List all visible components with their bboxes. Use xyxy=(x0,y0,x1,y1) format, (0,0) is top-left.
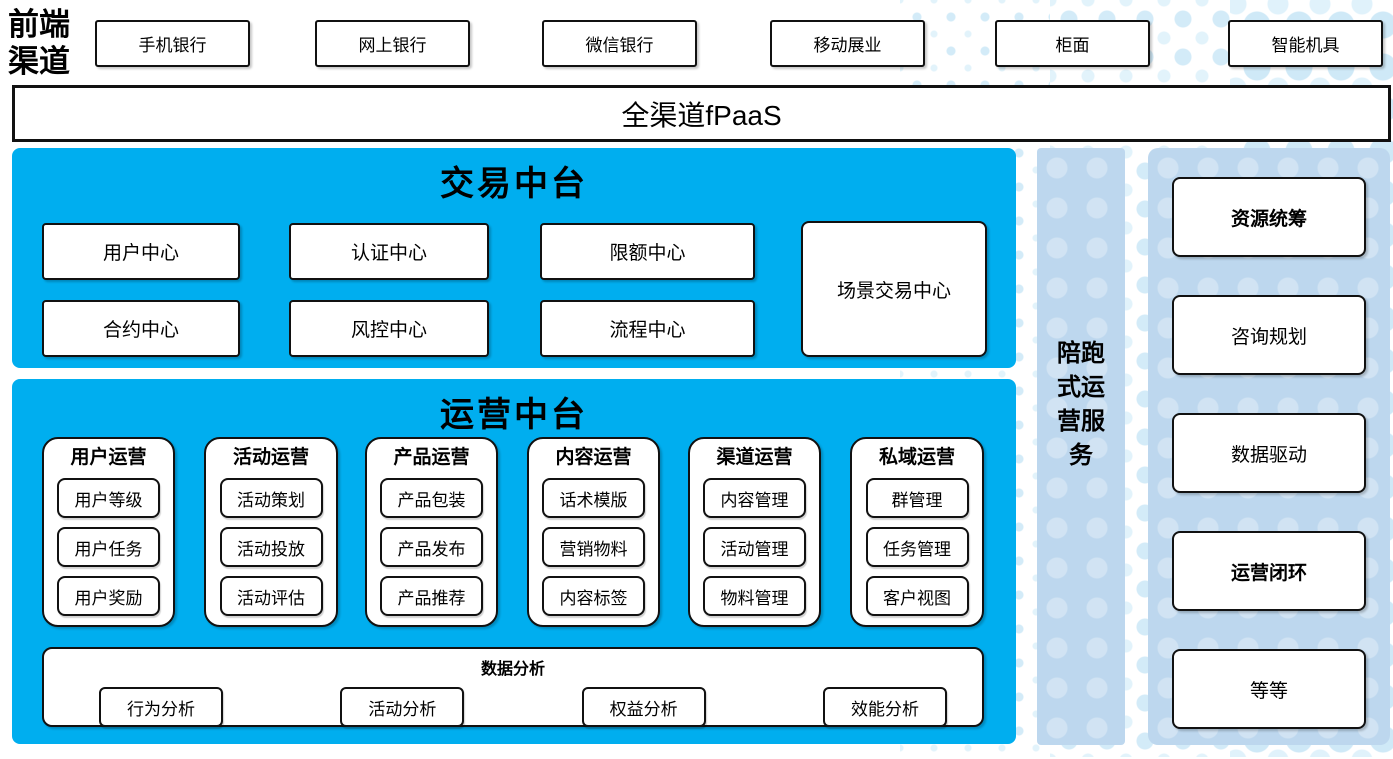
data-analysis-title: 数据分析 xyxy=(480,661,545,678)
fpaas-bar: 全渠道fPaaS xyxy=(12,85,1391,142)
ops-platform-block: 运营中台 用户运营 用户等级 用户任务 用户奖励 活动运营 活动策划 活动投放 … xyxy=(12,379,1016,744)
ops-item: 任务管理 xyxy=(865,527,969,567)
trade-platform-block: 交易中台 用户中心 认证中心 限额中心 合约中心 风控中心 流程中心 场景交易中… xyxy=(12,148,1016,368)
ops-item: 内容标签 xyxy=(542,576,645,616)
ops-group-title: 渠道运营 xyxy=(716,447,793,468)
companion-service-strip: 陪跑式运营服务 xyxy=(1037,148,1125,745)
process-center-box: 流程中心 xyxy=(540,300,755,357)
analysis-item-activity: 活动分析 xyxy=(340,687,465,727)
limit-center-box: 限额中心 xyxy=(540,223,755,280)
trade-platform-title: 交易中台 xyxy=(440,166,588,203)
ops-item: 产品推荐 xyxy=(380,576,483,616)
data-analysis-container: 数据分析 行为分析 活动分析 权益分析 效能分析 xyxy=(42,647,984,727)
service-box-ops-loop: 运营闭环 xyxy=(1172,531,1366,611)
ops-item: 活动评估 xyxy=(219,576,323,616)
ops-item: 群管理 xyxy=(865,478,969,518)
ops-item: 用户任务 xyxy=(57,527,160,567)
channel-box-smart-devices: 智能机具 xyxy=(1228,20,1383,67)
contract-center-box: 合约中心 xyxy=(42,300,240,357)
channel-box-counter: 柜面 xyxy=(995,20,1150,67)
ops-group-channel: 渠道运营 内容管理 活动管理 物料管理 xyxy=(688,437,821,627)
ops-group-activity: 活动运营 活动策划 活动投放 活动评估 xyxy=(204,437,338,627)
ops-item: 话术模版 xyxy=(542,478,645,518)
ops-platform-title: 运营中台 xyxy=(440,397,588,434)
service-box-resource-planning: 资源统筹 xyxy=(1172,177,1366,257)
data-analysis-row: 行为分析 活动分析 权益分析 效能分析 xyxy=(44,687,982,727)
ops-group-title: 内容运营 xyxy=(555,447,632,468)
auth-center-box: 认证中心 xyxy=(289,223,489,280)
ops-item: 产品包装 xyxy=(380,478,483,518)
analysis-item-rights: 权益分析 xyxy=(581,687,706,727)
ops-item: 产品发布 xyxy=(380,527,483,567)
risk-center-box: 风控中心 xyxy=(289,300,489,357)
ops-group-content: 内容运营 话术模版 营销物料 内容标签 xyxy=(527,437,660,627)
ops-item: 活动投放 xyxy=(219,527,323,567)
ops-group-title: 产品运营 xyxy=(393,447,470,468)
companion-service-label: 陪跑式运营服务 xyxy=(1057,339,1105,469)
service-box-etc: 等等 xyxy=(1172,649,1366,729)
ops-item: 营销物料 xyxy=(542,527,645,567)
ops-item: 活动策划 xyxy=(219,478,323,518)
user-center-box: 用户中心 xyxy=(42,223,240,280)
ops-group-user: 用户运营 用户等级 用户任务 用户奖励 xyxy=(42,437,175,627)
analysis-item-behavior: 行为分析 xyxy=(99,687,223,727)
service-box-consulting: 咨询规划 xyxy=(1172,295,1366,375)
ops-item: 内容管理 xyxy=(703,478,806,518)
ops-group-title: 活动运营 xyxy=(232,447,309,468)
ops-group-title: 用户运营 xyxy=(70,447,147,468)
service-panel: 资源统筹 咨询规划 数据驱动 运营闭环 等等 xyxy=(1148,148,1390,745)
channel-box-mobile-sales: 移动展业 xyxy=(770,20,925,67)
channel-box-mobile-banking: 手机银行 xyxy=(95,20,250,67)
ops-group-product: 产品运营 产品包装 产品发布 产品推荐 xyxy=(365,437,498,627)
ops-item: 客户视图 xyxy=(865,576,969,616)
service-box-data-driven: 数据驱动 xyxy=(1172,413,1366,493)
front-channels-label: 前端渠道 xyxy=(8,7,70,79)
ops-item: 用户等级 xyxy=(57,478,160,518)
ops-group-private-domain: 私域运营 群管理 任务管理 客户视图 xyxy=(850,437,984,627)
ops-group-title: 私域运营 xyxy=(878,447,955,468)
channel-box-online-banking: 网上银行 xyxy=(315,20,470,67)
ops-item: 活动管理 xyxy=(703,527,806,567)
channel-box-wechat-banking: 微信银行 xyxy=(542,20,697,67)
analysis-item-efficiency: 效能分析 xyxy=(822,687,947,727)
ops-item: 物料管理 xyxy=(703,576,806,616)
scene-trade-center-box: 场景交易中心 xyxy=(801,221,987,357)
ops-item: 用户奖励 xyxy=(57,576,160,616)
